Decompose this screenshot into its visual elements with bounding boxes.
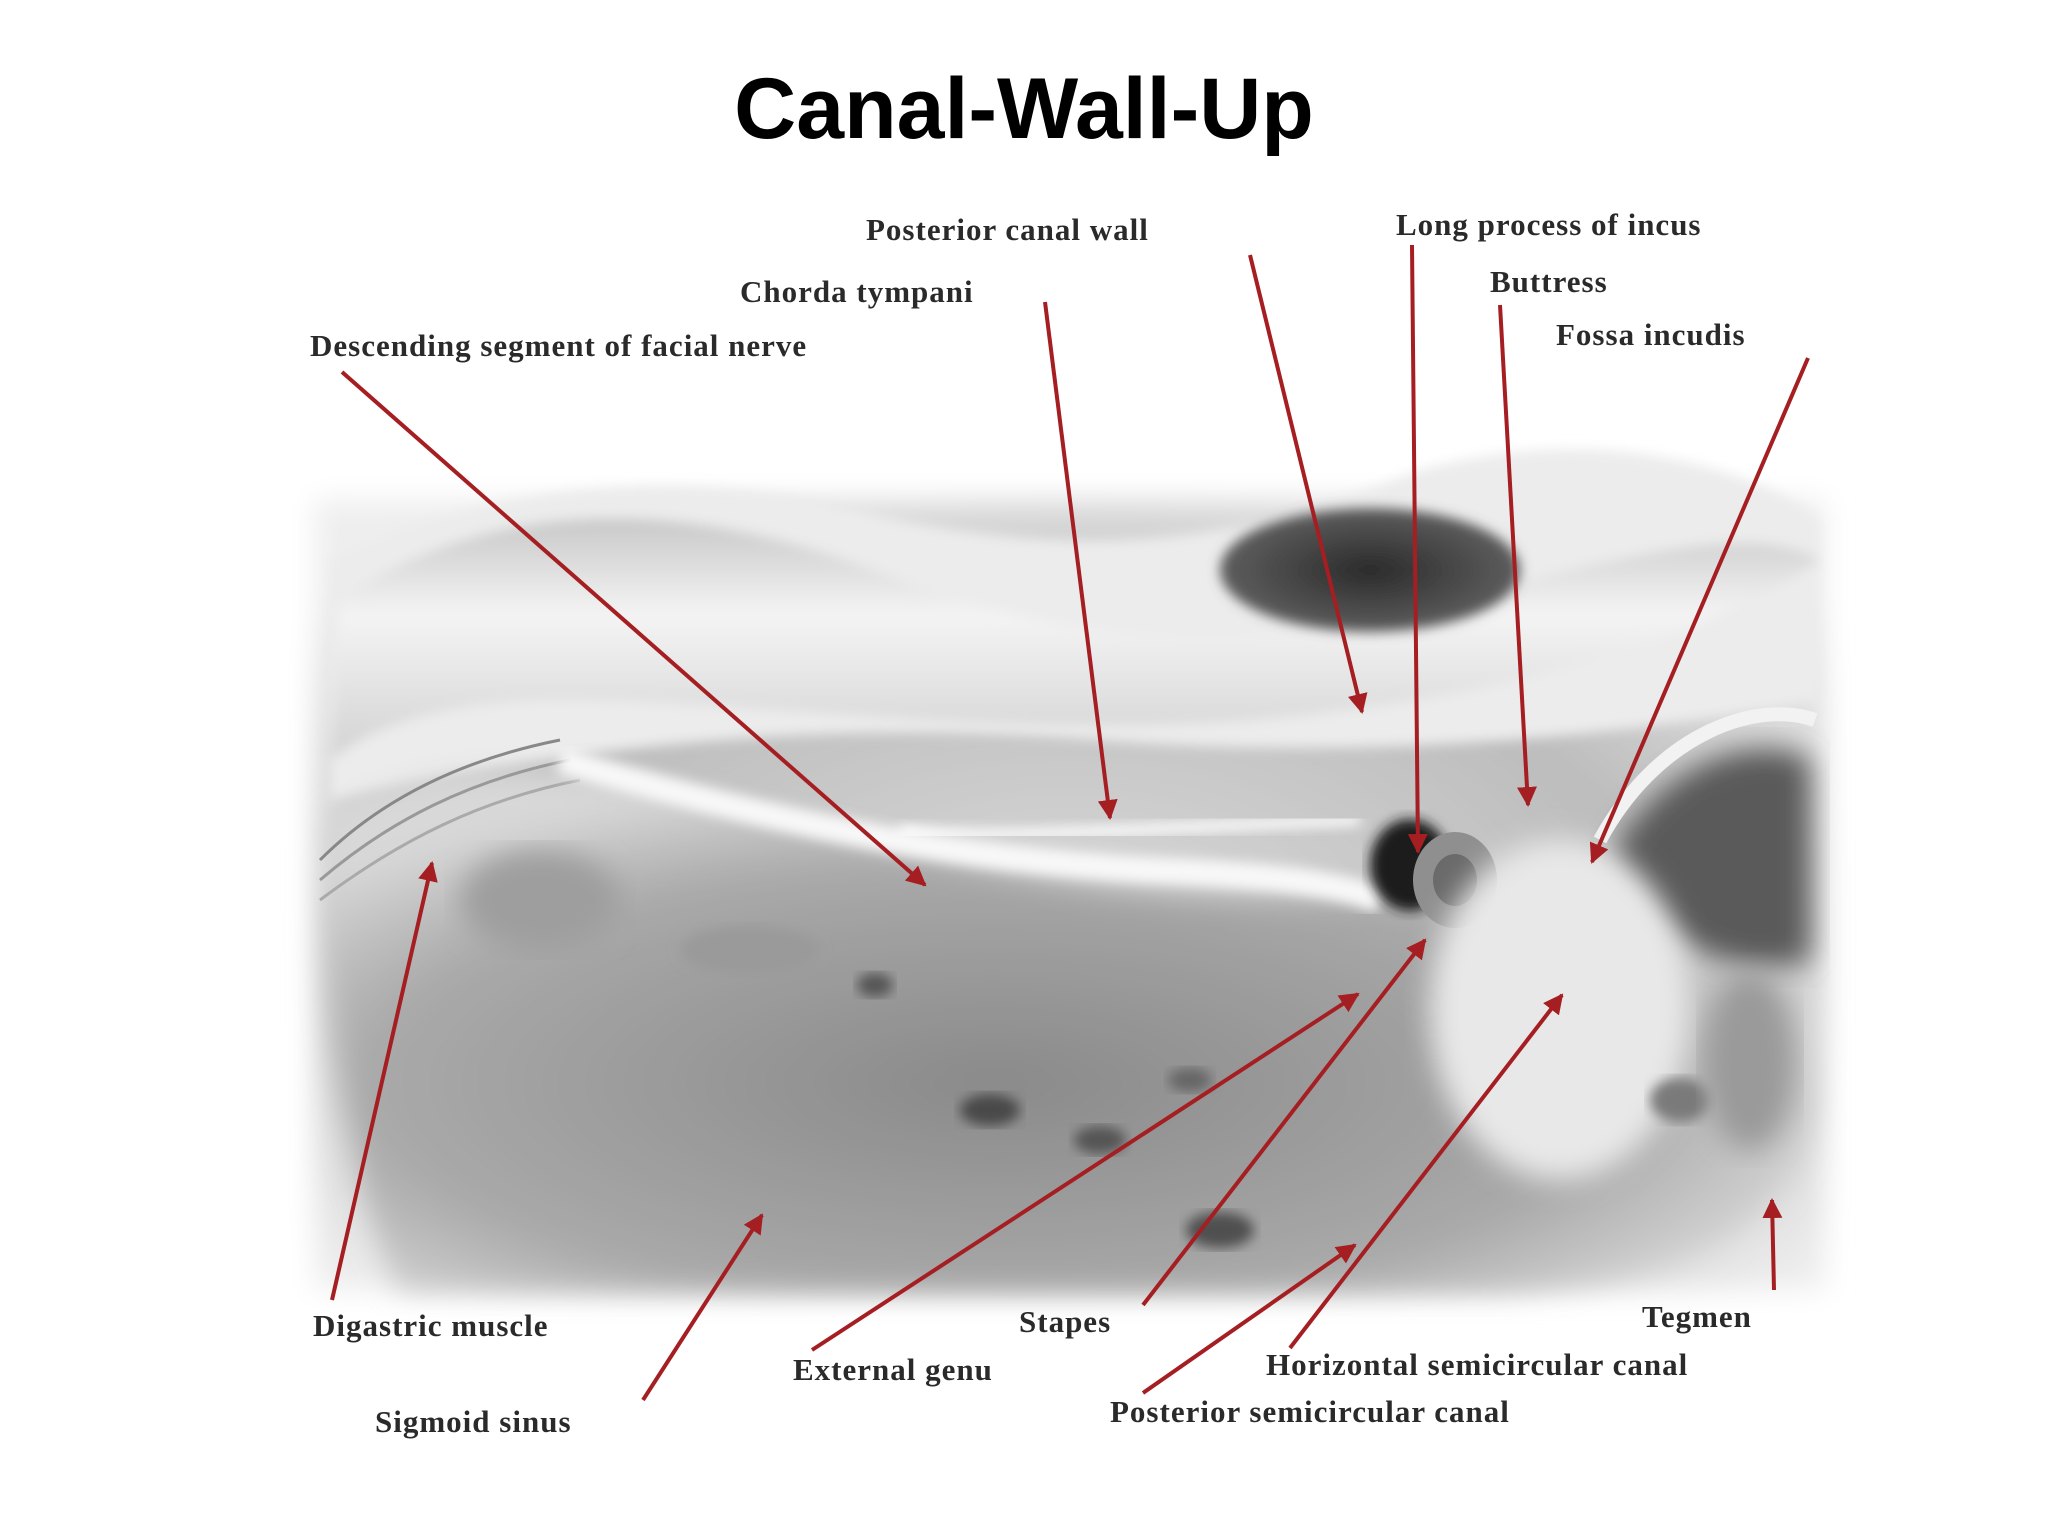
label-sigmoid-sinus: Sigmoid sinus	[375, 1404, 572, 1439]
arrow-long-process-of-incus	[1407, 244, 1428, 854]
leader-arrows	[330, 244, 1810, 1402]
arrow-digastric-muscle	[330, 861, 438, 1301]
label-external-genu: External genu	[793, 1352, 993, 1387]
arrow-chorda-tympani	[1043, 301, 1118, 820]
label-fossa-incudis: Fossa incudis	[1556, 317, 1746, 352]
mastoid-drawing	[315, 449, 1825, 1290]
arrow-external-genu	[810, 992, 1360, 1352]
arrow-posterior-semicircular-canal	[1141, 1243, 1357, 1395]
page-title: Canal-Wall-Up	[734, 61, 1314, 157]
arrow-horizontal-semicircular-canal	[1288, 993, 1564, 1350]
arrow-descending-segment	[340, 370, 927, 887]
arrow-stapes	[1141, 938, 1427, 1307]
label-buttress: Buttress	[1490, 264, 1608, 299]
label-tegmen: Tegmen	[1642, 1299, 1752, 1334]
arrow-fossa-incudis	[1589, 357, 1810, 864]
label-stapes: Stapes	[1019, 1304, 1111, 1339]
arrow-posterior-canal-wall	[1248, 254, 1368, 714]
arrow-buttress	[1498, 304, 1537, 807]
arrow-sigmoid-sinus	[641, 1213, 764, 1402]
label-posterior-canal-wall: Posterior canal wall	[866, 212, 1149, 247]
label-chorda-tympani: Chorda tympani	[740, 274, 974, 309]
label-digastric-muscle: Digastric muscle	[313, 1308, 549, 1343]
label-descending-segment: Descending segment of facial nerve	[310, 328, 807, 363]
label-long-process-of-incus: Long process of incus	[1396, 207, 1702, 242]
arrow-tegmen	[1762, 1198, 1783, 1291]
label-posterior-semicircular-canal: Posterior semicircular canal	[1110, 1394, 1510, 1429]
label-horizontal-semicircular-canal: Horizontal semicircular canal	[1266, 1347, 1688, 1382]
labels: Posterior canal wall Long process of inc…	[310, 207, 1752, 1439]
